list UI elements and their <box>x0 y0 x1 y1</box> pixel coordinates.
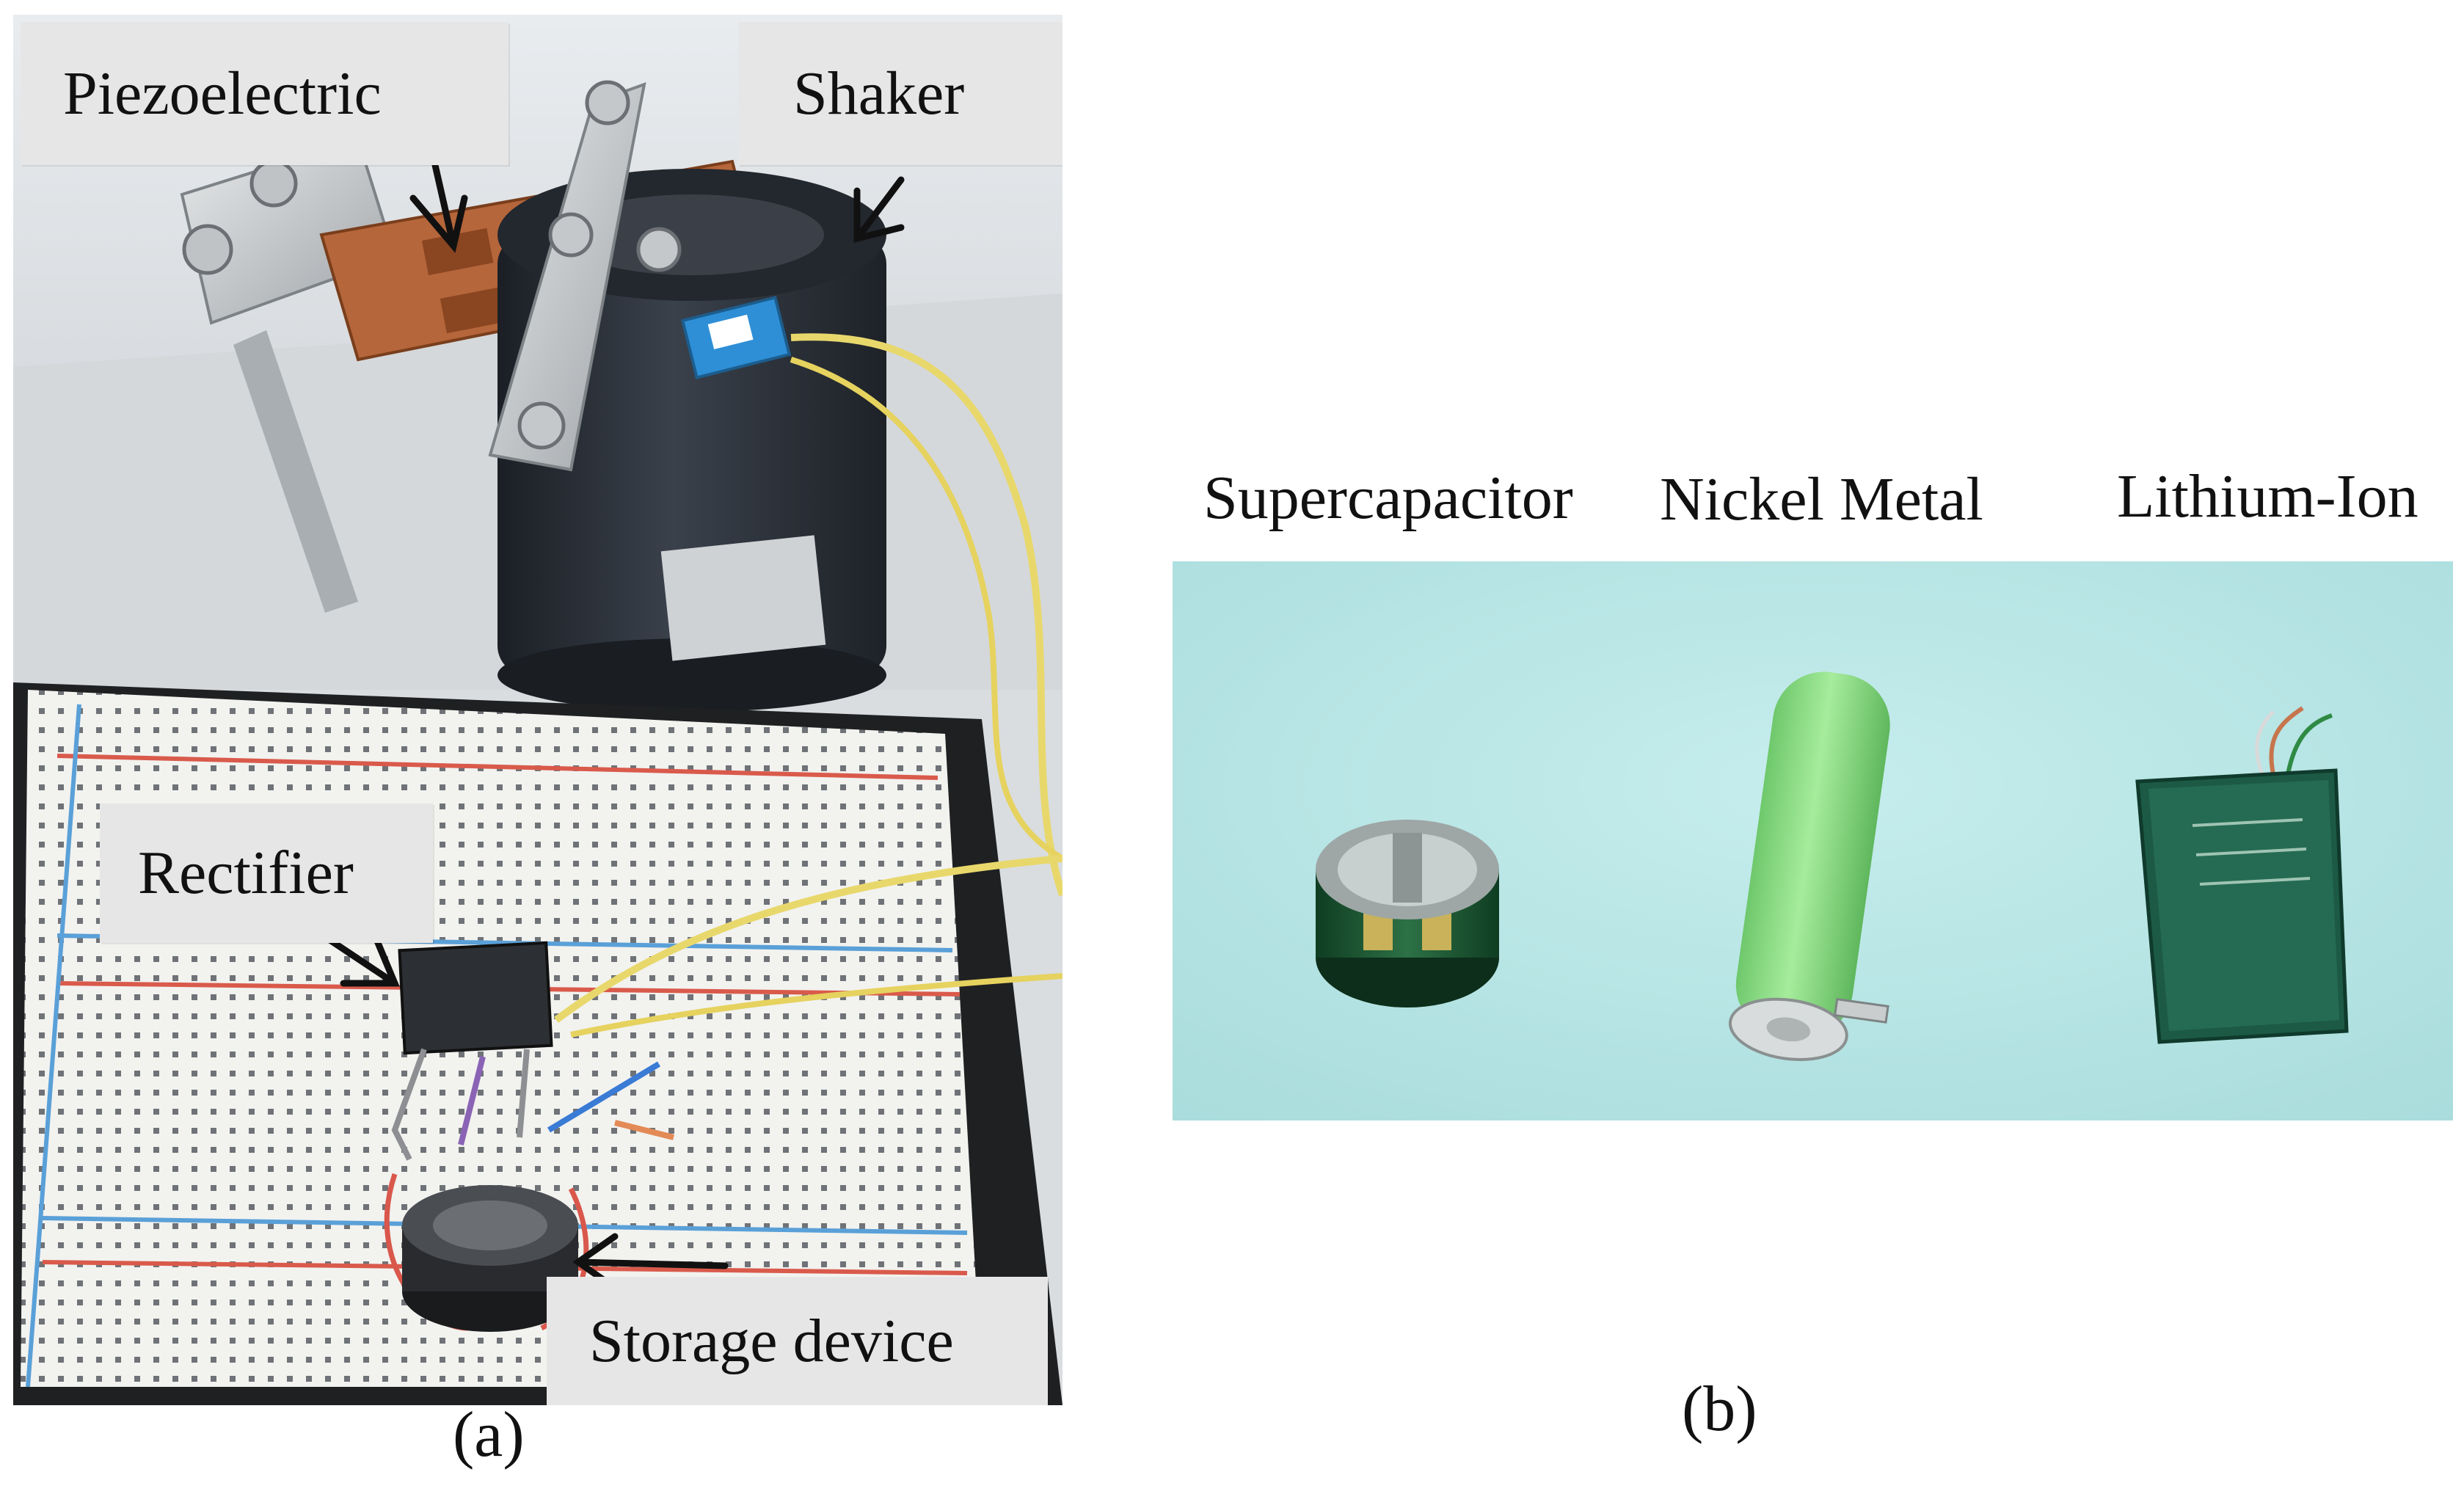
callout-piezoelectric: Piezoelectric <box>21 22 509 165</box>
arrow-storage <box>575 1258 729 1269</box>
setup-photo-drawing <box>13 15 1062 1405</box>
panel-label-b: (b) <box>1682 1374 1757 1445</box>
nickel-metal-cell <box>1728 671 1890 1062</box>
panel-label-a: (a) <box>453 1399 525 1471</box>
callout-shaker: Shaker <box>738 22 1062 165</box>
photo-storage-devices <box>1173 561 2453 1120</box>
storage-photo-drawing <box>1173 561 2453 1120</box>
caption-lithium-ion: Lithium-Ion <box>2117 462 2419 531</box>
yellow-wire <box>790 333 1062 897</box>
photo-setup: Piezoelectric Shaker Rectifier Storage d… <box>13 15 1062 1405</box>
callout-rectifier: Rectifier <box>100 803 433 943</box>
storage-device <box>402 1185 578 1332</box>
aluminium-clamp-left <box>180 137 397 613</box>
lithium-ion-cell <box>2135 706 2349 1044</box>
arrow-piezoelectric <box>431 161 457 249</box>
aluminium-clamp-bar <box>488 80 682 472</box>
arrow-shaker <box>853 176 905 242</box>
caption-nickel-metal: Nickel Metal <box>1660 465 1983 533</box>
rectifier-chip <box>398 941 553 1055</box>
callout-storage-device: Storage device <box>547 1277 1048 1405</box>
supercapacitor-cell <box>1316 820 1499 1007</box>
caption-supercapacitor: Supercapacitor <box>1203 464 1573 532</box>
